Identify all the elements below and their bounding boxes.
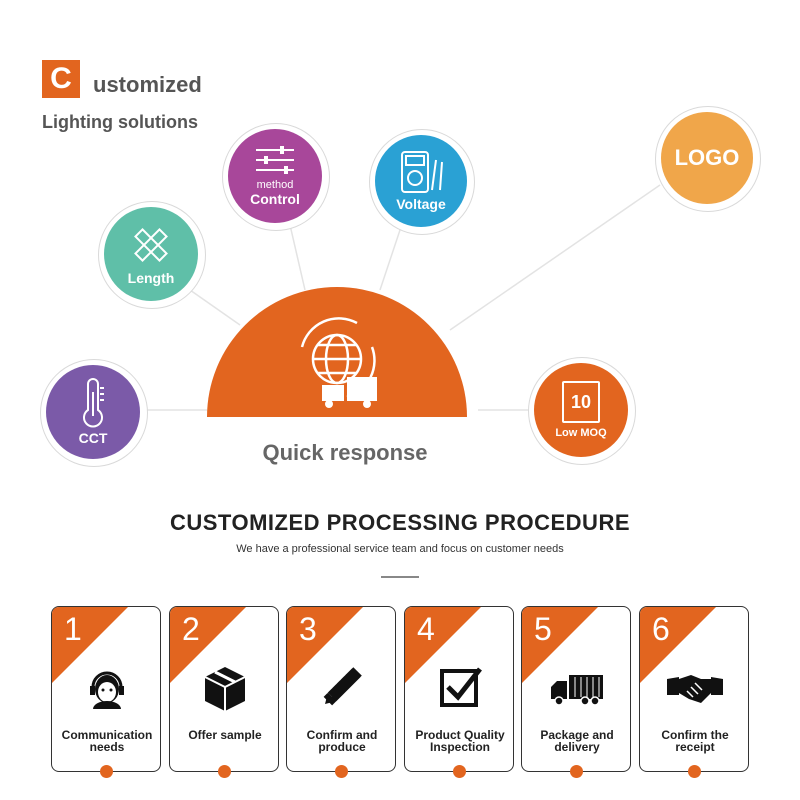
step-number: 3 <box>299 611 317 647</box>
handshake-icon <box>667 675 723 703</box>
divider <box>381 576 419 578</box>
feature-low-moq: 10 Low MOQ <box>534 363 628 457</box>
feature-number: 10 <box>570 391 592 412</box>
feature-cct: CCT <box>46 365 140 459</box>
brand-title: ustomized <box>93 72 202 97</box>
quick-response-hub <box>207 287 467 417</box>
feature-length: Length <box>104 207 198 301</box>
globe-truck-icon <box>300 317 376 399</box>
headset-person-icon <box>90 671 124 709</box>
step-dot <box>335 765 348 778</box>
feature-label: Voltage <box>396 196 446 212</box>
step-dot <box>570 765 583 778</box>
feature-voltage: Voltage <box>375 135 467 227</box>
ruler-pencil-icon <box>323 667 362 706</box>
document-icon: 10 <box>562 381 600 423</box>
checkbox-icon <box>440 667 482 707</box>
brand-subtitle: Lighting solutions <box>42 112 198 132</box>
feature-label: Length <box>127 270 175 286</box>
feature-label: Control <box>250 191 300 207</box>
step-number: 6 <box>652 611 670 647</box>
step-number: 1 <box>64 611 82 647</box>
step-number: 2 <box>182 611 200 647</box>
box-icon <box>204 667 246 711</box>
truck-icon <box>551 675 603 706</box>
step-dot <box>100 765 113 778</box>
step-number: 4 <box>417 611 435 647</box>
brand-initial: C <box>42 60 80 98</box>
step-dot <box>218 765 231 778</box>
hub-label: Quick response <box>262 440 428 465</box>
step-label: Offer sample <box>188 728 262 742</box>
multimeter-icon <box>401 151 443 193</box>
feature-label: Low MOQ <box>555 427 607 439</box>
ruler-pencil-icon <box>134 228 168 262</box>
feature-label: CCT <box>78 430 108 446</box>
feature-logo: LOGO <box>661 112 753 204</box>
step-dot <box>688 765 701 778</box>
sliders-icon <box>256 146 294 174</box>
feature-small-label: method <box>256 179 294 191</box>
procedure-subtitle: We have a professional service team and … <box>236 543 564 555</box>
procedure-title: CUSTOMIZED PROCESSING PROCEDURE <box>169 510 631 535</box>
thermometer-icon <box>83 378 104 428</box>
step-dot <box>453 765 466 778</box>
step-card-2: 2 Offer sample <box>169 606 279 772</box>
step-number: 5 <box>534 611 552 647</box>
feature-control: method Control <box>228 129 322 223</box>
connector-lines <box>140 184 661 411</box>
feature-label: LOGO <box>674 145 740 170</box>
